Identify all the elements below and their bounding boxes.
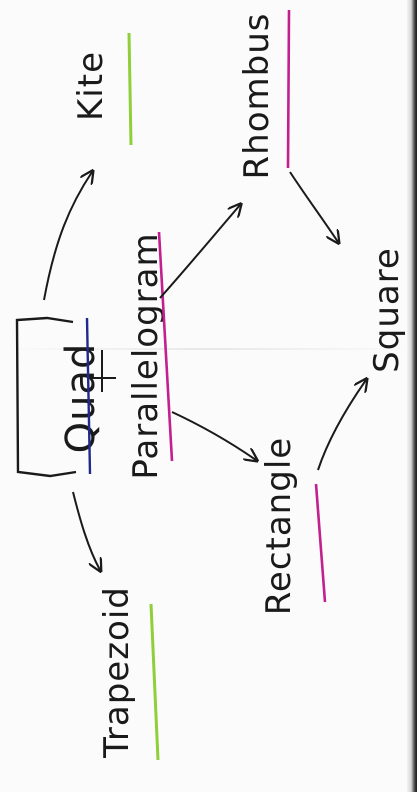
node-square-label: Square [367,247,407,373]
arrow-quad-to-parallelogram [90,350,116,392]
quad-box [15,316,77,478]
quad-underline [85,317,92,475]
node-trapezoid: Trapezoid [97,586,137,759]
arrow-rhombus-to-square [289,171,338,242]
paper-fold [0,348,417,350]
node-kite: Kite [71,51,111,121]
rhombus-underline [286,9,291,169]
arrow-parallelogram-to-rhombus [159,205,240,299]
node-rectangle: Rectangle [259,437,299,615]
node-rhombus-label: Rhombus [237,13,277,180]
node-rhombus: Rhombus [237,13,277,180]
node-parallelogram: Parallelogram [126,232,166,479]
arrow-parallelogram-to-rectangle [171,411,256,460]
arrow-rectangle-to-square [317,380,366,471]
kite-underline [127,32,133,146]
node-rectangle-label: Rectangle [259,437,299,615]
node-quad-label: Quad [58,343,104,454]
parallelogram-underline [157,231,174,462]
arrow-quad-to-trapezoid [72,491,100,570]
rectangle-underline [314,483,327,603]
node-quad: Quad [58,343,104,454]
node-square: Square [367,247,407,373]
trapezoid-underline [149,603,160,761]
node-parallelogram-label: Parallelogram [126,232,166,479]
node-trapezoid-label: Trapezoid [97,586,137,759]
paper-edge [407,0,417,792]
node-kite-label: Kite [71,51,111,121]
arrow-quad-to-kite [43,172,92,301]
